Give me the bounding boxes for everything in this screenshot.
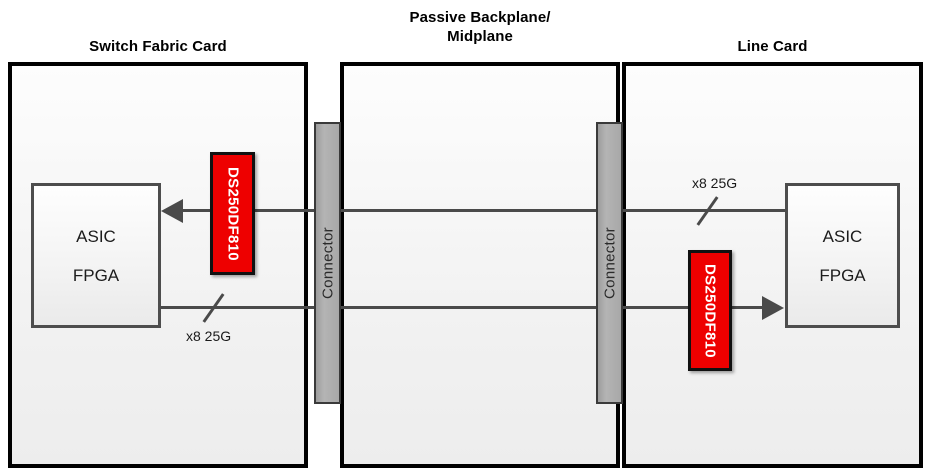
connector-line-card-side: Connector bbox=[596, 122, 623, 404]
fpga-label: FPGA bbox=[72, 265, 120, 285]
switch-fabric-card-title: Switch Fabric Card bbox=[89, 38, 227, 55]
passive-backplane-boundary bbox=[340, 62, 620, 468]
upper-link-rate-label: x8 25G bbox=[692, 175, 738, 191]
arrow-into-line-card-asic bbox=[762, 296, 784, 320]
trace-lower-backplane bbox=[338, 306, 598, 309]
connector-label: Connector bbox=[319, 227, 336, 299]
trace-upper-asic-stub bbox=[183, 209, 211, 212]
line-card-title: Line Card bbox=[737, 38, 808, 55]
arrow-into-switch-fabric-asic bbox=[161, 199, 183, 223]
fpga-label: FPGA bbox=[819, 265, 866, 285]
connector-switch-fabric-side: Connector bbox=[314, 122, 341, 404]
asic-label: ASIC bbox=[76, 226, 116, 246]
switch-fabric-asic-fpga-block: ASIC FPGA bbox=[31, 183, 161, 328]
lower-link-rate-label: x8 25G bbox=[186, 328, 232, 344]
retimer-part-number: DS250DF810 bbox=[224, 166, 241, 261]
retimer-part-number: DS250DF810 bbox=[701, 263, 719, 358]
line-card-asic-fpga-block: ASIC FPGA bbox=[785, 183, 900, 328]
retimer-chip-line-card: DS250DF810 bbox=[688, 250, 732, 371]
trace-lower-chip-to-asic bbox=[730, 306, 763, 309]
trace-lower-switch-fabric bbox=[159, 306, 317, 309]
retimer-chip-switch-fabric: DS250DF810 bbox=[210, 152, 255, 275]
asic-label: ASIC bbox=[822, 226, 863, 246]
trace-lower-line-card bbox=[621, 306, 691, 309]
trace-upper-backplane bbox=[338, 209, 598, 212]
passive-backplane-title: Passive Backplane/ Midplane bbox=[409, 9, 551, 45]
trace-upper-switch-fabric bbox=[255, 209, 317, 212]
connector-label: Connector bbox=[601, 227, 618, 299]
